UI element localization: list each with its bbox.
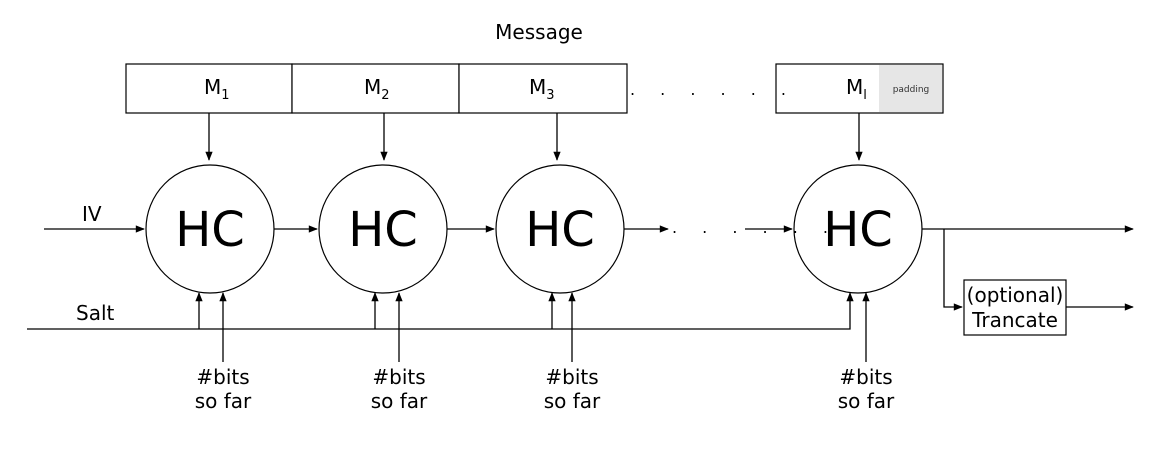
block-1-main: M — [204, 75, 221, 99]
padding-label: padding — [893, 85, 930, 95]
bits-label-2b: so far — [371, 389, 428, 413]
hc-label-3: HC — [525, 202, 595, 258]
bits-label-1a: #bits — [196, 365, 249, 389]
block-2-sub: 2 — [381, 88, 389, 103]
message-block-1 — [125, 63, 293, 114]
bits-label-2a: #bits — [372, 365, 425, 389]
hc-label-last: HC — [823, 202, 893, 258]
message-block-2 — [291, 63, 460, 114]
bits-label-3a: #bits — [545, 365, 598, 389]
message-block-3-label: M3 — [529, 75, 555, 103]
message-block-2-label: M2 — [364, 75, 390, 103]
hc-label-1: HC — [175, 202, 245, 258]
truncate-label-2: Trancate — [971, 308, 1058, 332]
blocks-ellipsis: . . . . . . — [630, 80, 796, 99]
block-last-sub: l — [863, 88, 867, 103]
truncate-box — [963, 279, 1067, 336]
hc-label-2: HC — [348, 202, 418, 258]
chain-ellipsis: . . . . . . — [672, 218, 838, 237]
salt-line — [27, 292, 854, 330]
bits-label-lasta: #bits — [839, 365, 892, 389]
diagram-title: Message — [495, 20, 583, 44]
block-3-main: M — [529, 75, 546, 99]
truncate-branch — [943, 229, 963, 311]
padding-area — [879, 65, 942, 112]
bits-label-1b: so far — [195, 389, 252, 413]
bits-label-lastb: so far — [838, 389, 895, 413]
block-1-sub: 1 — [221, 88, 229, 103]
message-block-1-label: M1 — [204, 75, 230, 103]
truncate-label-1: (optional) — [967, 283, 1064, 307]
block-3-sub: 3 — [546, 88, 554, 103]
block-last-main: M — [846, 75, 863, 99]
bits-label-3b: so far — [544, 389, 601, 413]
block-2-main: M — [364, 75, 381, 99]
message-block-last-label: Ml — [846, 75, 867, 103]
salt-label: Salt — [76, 301, 115, 325]
iv-label: IV — [82, 202, 102, 226]
message-block-3 — [458, 63, 628, 114]
